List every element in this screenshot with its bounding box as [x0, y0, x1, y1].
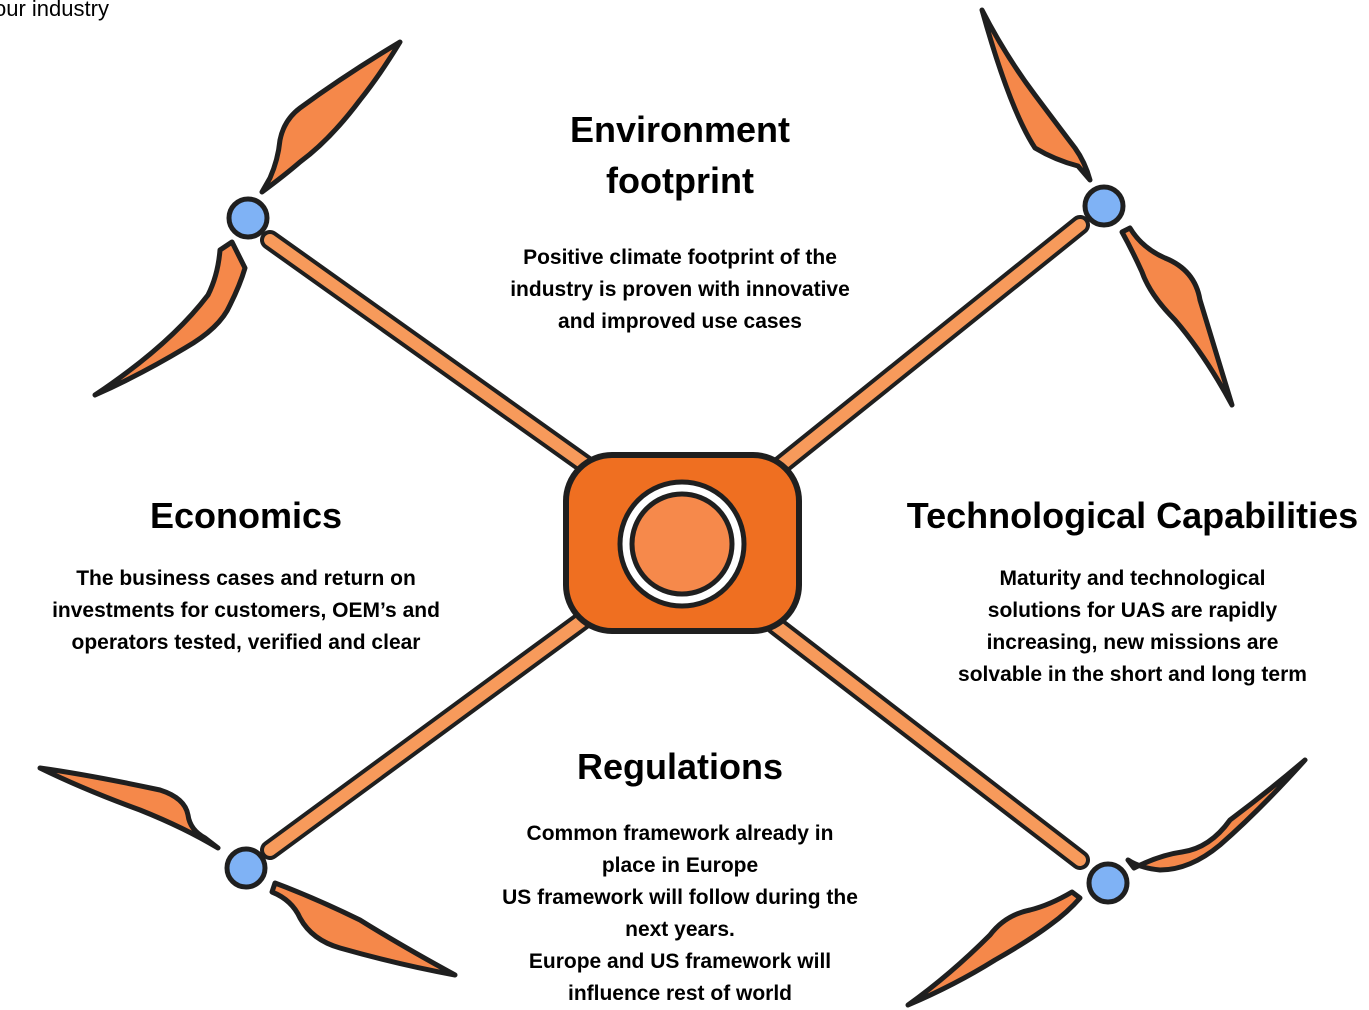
blade-bottom-right-lower	[905, 889, 1083, 1008]
economics-line: investments for customers, OEM’s and	[52, 598, 440, 622]
technology-block: Technological Capabilities Maturity and …	[900, 492, 1365, 691]
regulations-line: influence rest of world	[567, 981, 793, 1005]
blade-top-left-upper	[259, 39, 403, 195]
blade-top-right-upper	[979, 7, 1093, 183]
economics-description: The business cases and return on investm…	[6, 563, 486, 659]
hub-top-left	[226, 196, 270, 240]
technology-description: Maturity and technological solutions for…	[900, 563, 1365, 691]
hub-top-right	[1082, 184, 1126, 228]
blade-bottom-left-lower	[269, 880, 458, 978]
environment-line: Positive climate footprint of the	[523, 246, 837, 269]
technology-line: solutions for UAS are rapidly	[987, 598, 1278, 622]
technology-line: solvable in the short and long term	[958, 662, 1307, 686]
corner-text: our industry	[0, 0, 109, 21]
regulations-block: Regulations Common framework already in …	[470, 743, 890, 1010]
environment-description: Positive climate footprint of the indust…	[480, 242, 880, 338]
environment-line: and improved use cases	[558, 310, 802, 333]
body-center-circle	[629, 491, 735, 597]
environment-title: Environment footprint	[480, 104, 880, 206]
blade-top-right-lower	[1119, 225, 1235, 408]
economics-block: Economics The business cases and return …	[6, 492, 486, 659]
economics-line: operators tested, verified and clear	[71, 630, 421, 654]
regulations-title: Regulations	[576, 746, 783, 787]
environment-line: industry is proven with innovative	[510, 278, 850, 301]
economics-line: The business cases and return on	[76, 566, 416, 590]
environment-block: Environment footprint Positive climate f…	[480, 104, 880, 338]
environment-title-line1: Environment	[569, 109, 791, 150]
regulations-line: US framework will follow during the	[502, 885, 858, 909]
blade-bottom-right-upper	[1125, 757, 1308, 873]
economics-title: Economics	[149, 495, 343, 536]
hub-bottom-right	[1086, 861, 1130, 905]
regulations-line: Common framework already in	[526, 821, 834, 845]
technology-line: Maturity and technological	[999, 566, 1266, 590]
regulations-description: Common framework already in place in Eur…	[470, 818, 890, 1010]
environment-title-line2: footprint	[606, 160, 754, 201]
blade-top-left-lower	[92, 239, 248, 398]
regulations-line: Europe and US framework will	[528, 949, 832, 973]
technology-title: Technological Capabilities	[906, 495, 1359, 536]
technology-line: increasing, new missions are	[986, 630, 1279, 654]
regulations-line: place in Europe	[601, 853, 759, 877]
regulations-line: next years.	[625, 917, 735, 941]
blade-bottom-left-upper	[37, 765, 221, 851]
hub-bottom-left	[224, 846, 268, 890]
